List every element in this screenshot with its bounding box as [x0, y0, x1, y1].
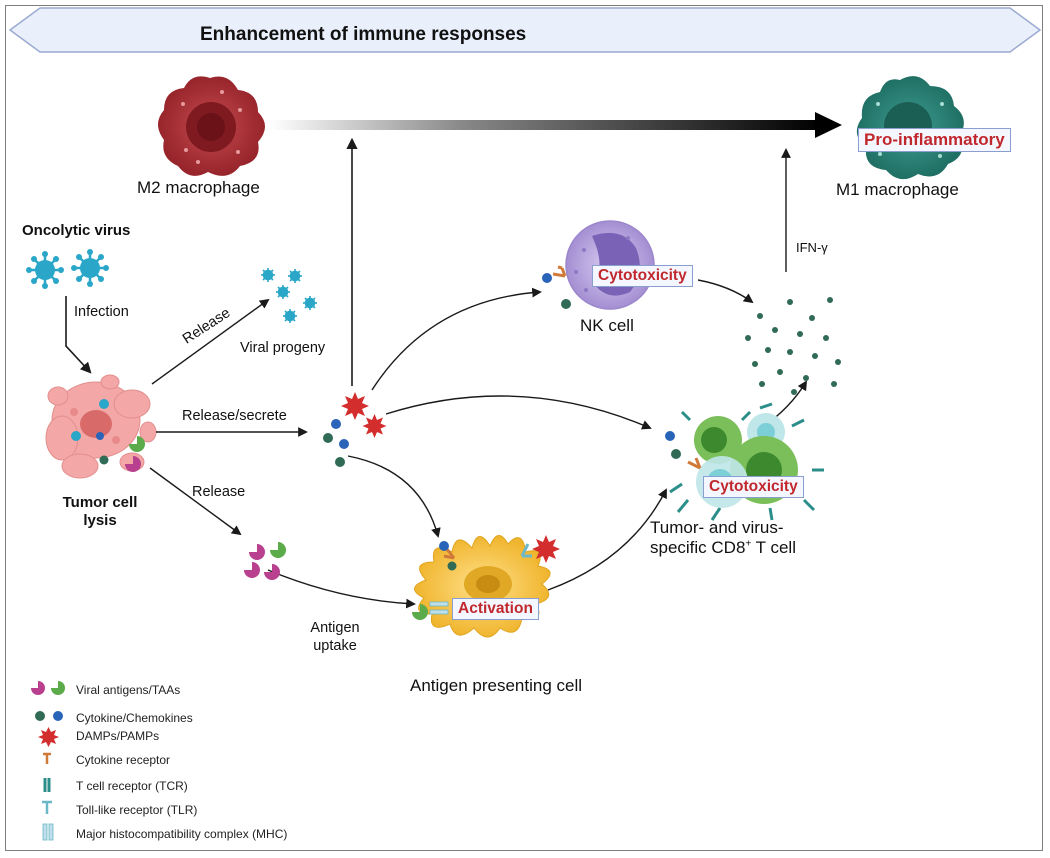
cd8-t-cell-cluster	[665, 402, 824, 521]
antigen-uptake-label-1: Antigen	[310, 620, 360, 636]
oncolytic-virus-2	[71, 249, 109, 287]
viral-progeny	[261, 268, 317, 323]
nk-cytotoxicity-tag: Cytotoxicity	[592, 265, 693, 287]
viral-progeny-label: Viral progeny	[240, 340, 326, 356]
apc-label: Antigen presenting cell	[410, 676, 583, 695]
m2-label: M2 macrophage	[137, 178, 260, 197]
apc-to-tcell-arrow	[547, 488, 667, 591]
infection-label: Infection	[74, 304, 129, 320]
tumor-lysis-label-2: lysis	[83, 512, 117, 529]
figure-frame	[5, 5, 1043, 851]
to-nk-arrow	[371, 287, 542, 391]
activation-tag: Activation	[452, 598, 539, 620]
antigen-uptake-label-2: uptake	[313, 638, 357, 654]
release-antigen-label: Release	[192, 484, 246, 500]
nk-to-ifn-arrow	[697, 279, 754, 304]
legend-icons	[31, 681, 65, 841]
released-antigens	[244, 542, 286, 580]
tumor-cell-lysis	[45, 374, 157, 479]
oncolytic-virus-label: Oncolytic virus	[22, 222, 131, 239]
tcell-cytotoxicity-tag: Cytotoxicity	[703, 476, 804, 498]
to-apc-arrow	[347, 455, 441, 538]
m2-macrophage	[158, 76, 265, 176]
release-secrete-label: Release/secrete	[182, 408, 287, 424]
release-antigen-arrow	[149, 467, 242, 536]
antigen-presenting-cell	[412, 535, 560, 638]
released-molecules	[323, 392, 387, 467]
polarization-arrowhead	[815, 112, 842, 138]
polarization-arrow	[270, 120, 820, 130]
infection-arrow	[65, 296, 92, 374]
antigen-uptake-arrow	[267, 569, 416, 609]
pro-inflammatory-tag: Pro-inflammatory	[858, 128, 1011, 152]
ifn-label: IFN-γ	[796, 240, 828, 255]
release-progeny-arrow	[151, 298, 270, 385]
nk-cell-label: NK cell	[580, 316, 634, 335]
oncolytic-virus-1	[26, 251, 64, 289]
tumor-lysis-label-1: Tumor cell	[62, 494, 138, 511]
tcell-label-1: Tumor- and virus-	[650, 518, 784, 537]
m1-label: M1 macrophage	[836, 180, 959, 199]
banner-shape	[8, 7, 1042, 53]
tcell-label-2: specific CD8+ T cell	[650, 538, 796, 557]
banner-title: Enhancement of immune responses	[200, 24, 527, 45]
ifn-gamma-molecules	[745, 297, 841, 395]
to-tcell-arrow	[385, 395, 652, 430]
